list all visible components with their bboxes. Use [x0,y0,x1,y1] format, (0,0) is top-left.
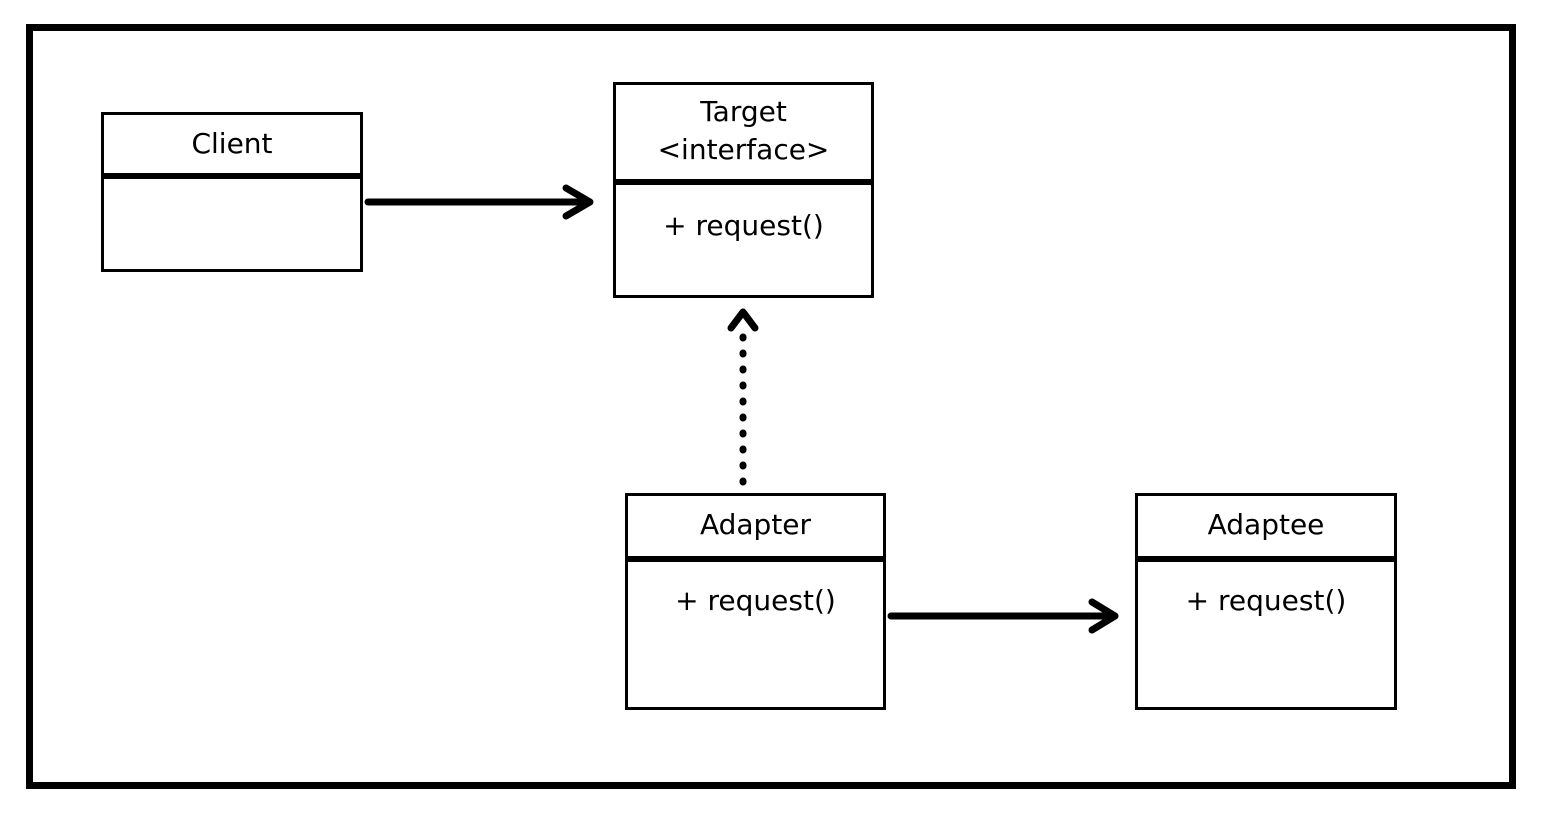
adapter-to-adaptee-arrow [887,598,1119,634]
target-class-box: Target <interface> + request() [613,82,874,298]
adapter-to-target-arrow [727,308,759,486]
diagram-frame [26,24,1516,789]
adapter-class-box: Adapter + request() [625,493,886,710]
client-class-name: Client [104,115,360,179]
adaptee-class-box: Adaptee + request() [1135,493,1397,710]
target-class-name: Target [700,95,787,128]
adapter-method: + request() [675,584,836,617]
adaptee-method: + request() [1185,584,1347,617]
client-to-target-arrow [364,184,594,220]
target-class-header: Target <interface> [616,85,871,185]
adaptee-class-name: Adaptee [1138,496,1394,562]
target-class-stereotype: <interface> [657,133,830,166]
adapter-class-name: Adapter [628,496,883,562]
client-class-box: Client [101,112,363,272]
target-method: + request() [663,209,824,242]
